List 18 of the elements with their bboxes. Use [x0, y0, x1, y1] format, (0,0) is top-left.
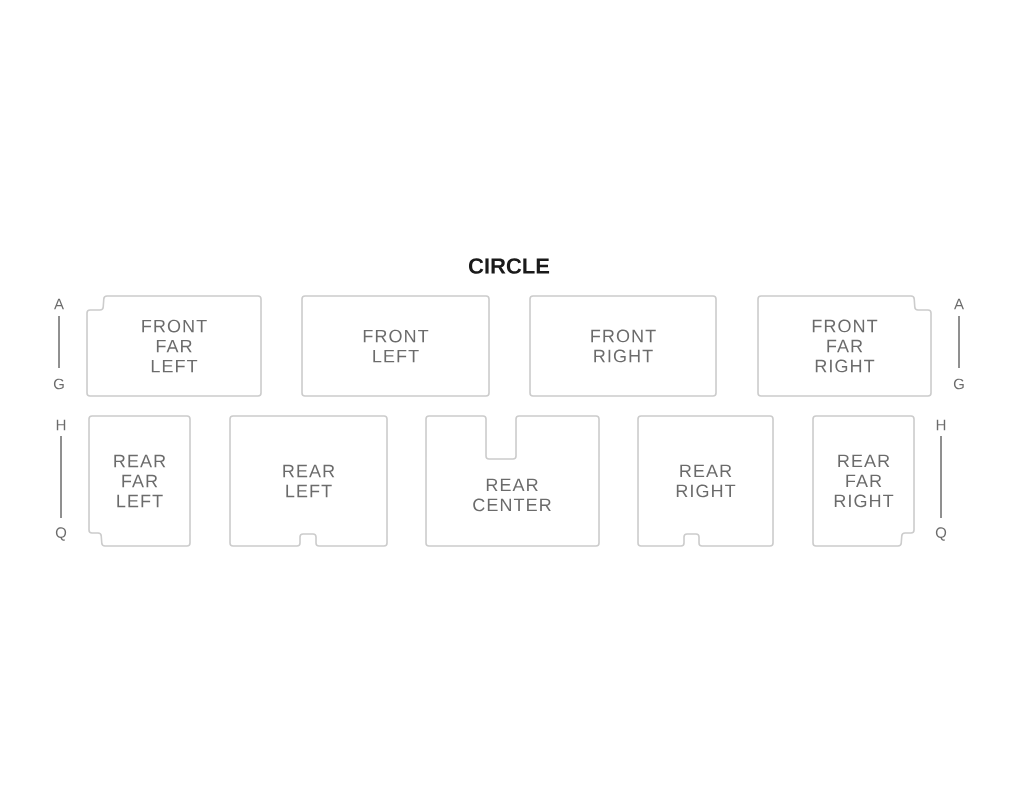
seating-section: FRONT FAR LEFT [86, 295, 262, 397]
row-letter: G [953, 378, 964, 390]
seating-section: REAR RIGHT [637, 415, 774, 547]
seating-section: FRONT FAR RIGHT [757, 295, 932, 397]
row-letter: A [954, 298, 964, 310]
seating-section: REAR FAR LEFT [88, 415, 191, 547]
seating-section: REAR LEFT [229, 415, 388, 547]
row-letter: Q [55, 527, 67, 541]
seating-section: REAR CENTER [425, 415, 600, 547]
seating-section: FRONT RIGHT [529, 295, 717, 397]
row-letter: G [53, 378, 64, 390]
row-letter: H [56, 419, 66, 431]
row-letter: A [54, 298, 64, 310]
row-letter: H [936, 419, 946, 431]
seating-section: REAR FAR RIGHT [812, 415, 915, 547]
seating-section: FRONT LEFT [301, 295, 490, 397]
section-title: CIRCLE [468, 258, 550, 274]
row-letter: Q [935, 527, 947, 541]
